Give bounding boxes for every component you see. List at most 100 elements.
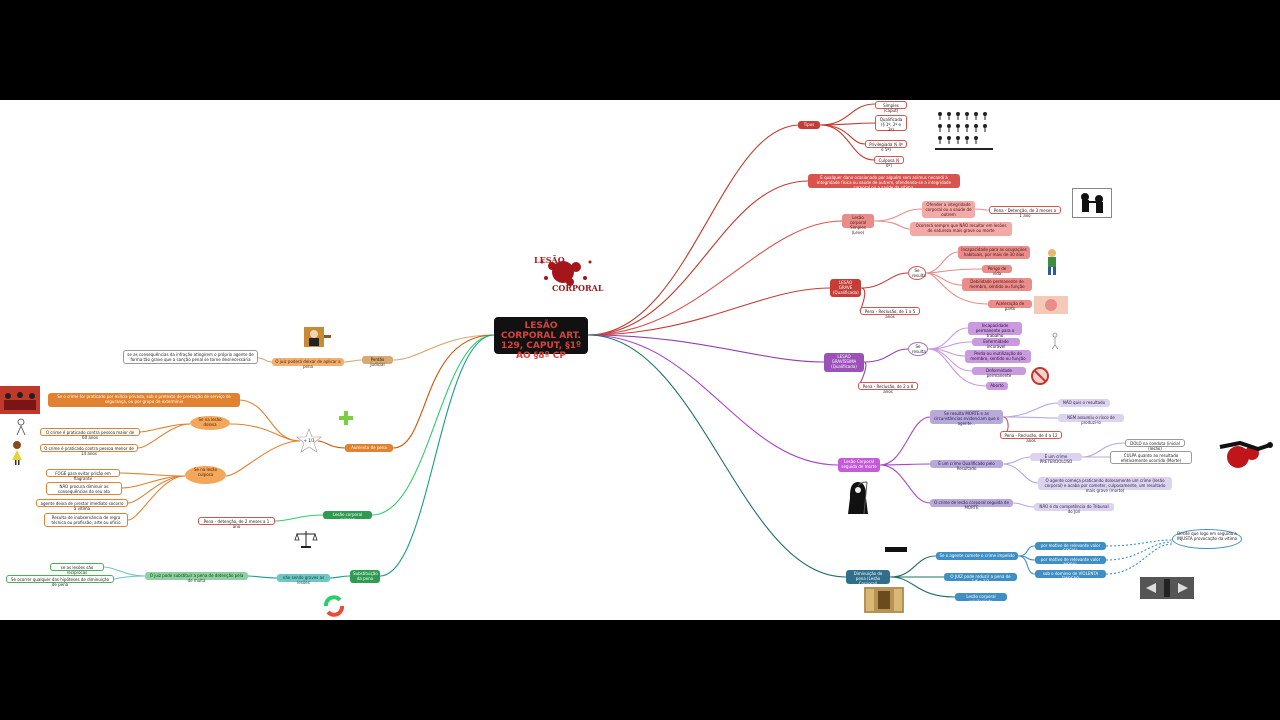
link-grave [587, 287, 831, 336]
node-morte-qualificado[interactable]: É um crime Qualificado pelo Resultado [930, 460, 1003, 471]
node-lesao-morte[interactable]: Lesão Corporal seguida de morte [838, 458, 880, 472]
refresh-arrows-icon [322, 594, 346, 618]
node-leve-pena[interactable]: Pena - Detenção, de 3 meses a 1 ano [989, 206, 1061, 218]
lesao-corporal-logo: LESÃO CORPORAL [530, 250, 604, 295]
node-sub-hipoteses[interactable]: Se ocorrer qualquer das hipóteses de dim… [6, 575, 114, 587]
node-aumento-nao-procura[interactable]: NÃO procura diminuir as consequências do… [46, 482, 122, 495]
link-leve [587, 220, 843, 336]
node-tipo-culposa[interactable]: Culposa (§ 6º) [874, 156, 904, 168]
node-morte-agente[interactable]: O agente começa praticando dolosamente u… [1038, 477, 1172, 493]
node-aumento-milicia[interactable]: Se o crime for praticado por milícia pri… [48, 393, 240, 407]
node-gravissima-pena[interactable]: Pena - Reclusão, de 2 a 8 anos [858, 382, 918, 394]
crime-scene-icon [1210, 435, 1280, 469]
star-label: + 1/3 [303, 438, 315, 443]
node-dim-cloud[interactable]: Desde que logo em seguida a INJUSTA prov… [1172, 529, 1242, 549]
node-dim-comete[interactable]: Se o agente comete o crime impelido [936, 552, 1018, 560]
node-gravissima-aborto[interactable]: Aborto [986, 382, 1008, 390]
node-perdao-judicial[interactable]: Perdão Judicial [362, 356, 393, 367]
node-dim-moral[interactable]: por motivo de relevante valor MORAL [1035, 556, 1106, 567]
link-morte [587, 334, 839, 466]
central-topic[interactable]: LESÃO CORPORAL ART. 129, CAPUT, §1º AO §… [494, 317, 588, 361]
node-aumento-menor14[interactable]: O crime é praticado contra pessoa menor … [40, 444, 138, 456]
node-perdao-juiz[interactable]: O juiz poderá deixar de aplicar a pena [272, 358, 344, 369]
node-morte-competencia-nao[interactable]: NÃO é da competência do Tribunal do Júri [1034, 503, 1114, 514]
node-morte-competencia[interactable]: O crime de lesão corporal seguida de MOR… [930, 499, 1013, 510]
node-perdao-texto[interactable]: se as consequências da infração atingire… [123, 350, 258, 364]
node-morte-nem-assumiu[interactable]: NEM assumiu o risco de produzi-lo [1058, 414, 1124, 425]
node-tipos[interactable]: Tipos [798, 121, 820, 129]
node-dim-privilegiada[interactable]: Lesão corporal privilegiada [955, 593, 1007, 604]
node-diminuicao-pena[interactable]: Diminuição de pena (Lesão Corporal) [846, 570, 890, 586]
node-aumento-maior60[interactable]: O crime é praticado contra pessoa maior … [40, 428, 140, 440]
old-man-icon [14, 418, 28, 436]
node-sub-reciprocas[interactable]: se as lesões são recíprocas [50, 563, 104, 575]
node-aumento-pena[interactable]: Aumento de pena [345, 444, 393, 452]
node-dim-social[interactable]: por motivo de relevante valor SOCIAL [1035, 542, 1106, 553]
stick-figures-icon [935, 110, 993, 150]
logo-text-top: LESÃO [534, 255, 565, 265]
node-culposa-pena[interactable]: Pena - detenção, de 2 meses a 1 ano [198, 517, 275, 529]
node-aumento-dolosa[interactable]: Se na lesão dolosa [190, 416, 230, 430]
hallway-image [864, 587, 904, 613]
link-aumento [392, 334, 495, 449]
node-leve-ofender[interactable]: Ofender a integridade corporal ou a saúd… [922, 201, 975, 218]
node-gravissima-incapacidade[interactable]: Incapacidade permanente para o trabalho [968, 322, 1022, 338]
mindmap-canvas: LESÃO CORPORAL ART. 129, CAPUT, §1º AO §… [0, 100, 1280, 620]
logo-text-bottom: CORPORAL [552, 283, 604, 293]
node-morte-nao-quis[interactable]: NÃO quis o resultado [1058, 399, 1110, 407]
node-aumento-socorro[interactable]: agente deixa de prestar imediato socorro… [36, 499, 128, 511]
scales-icon [294, 530, 318, 548]
node-grave-se-resulta[interactable]: Se resulta [908, 266, 926, 280]
child-icon [1044, 248, 1060, 278]
militia-image [0, 386, 40, 414]
node-morte-resulta[interactable]: Se resulta MORTE e as circunstâncias evi… [930, 410, 1003, 426]
figure-outline-icon [1050, 332, 1060, 350]
node-grave-perigo-vida[interactable]: Perigo de vida [982, 265, 1012, 276]
node-lesao-culposa[interactable]: Lesão corporal culposa [323, 511, 372, 522]
node-aumento-foge[interactable]: FOGE para evitar prisão em flagrante [46, 469, 120, 481]
node-morte-culpa[interactable]: CULPA quanto ao resultado efetivamente o… [1110, 451, 1192, 464]
grim-reaper-icon [846, 480, 870, 516]
node-gravissima-se-resulta[interactable]: Se resulta [908, 342, 928, 356]
node-sub-nao-graves[interactable]: não sendo graves as lesões [277, 574, 330, 585]
fight-icon [1072, 188, 1112, 218]
pregnant-belly-icon [1034, 296, 1068, 314]
node-lesao-gravissima[interactable]: LESÃO GRAVÍSSIMA (Qualificada) [824, 353, 864, 372]
node-definicao[interactable]: É qualquer dano ocasionado por alguém se… [808, 174, 960, 190]
node-grave-aceleracao[interactable]: Aceleração de parto [988, 300, 1032, 311]
node-tipo-simples[interactable]: Simples (caput) [875, 101, 907, 113]
judge-icon [302, 325, 332, 351]
blood-splatter-icon [540, 260, 592, 286]
no-symbol-icon [1030, 366, 1050, 386]
node-grave-pena[interactable]: Pena - Reclusão, de 1 a 5 anos [860, 307, 920, 319]
node-leve-ocorre[interactable]: Ocorrerá sempre que NÃO resultar em lesõ… [910, 222, 1012, 236]
node-tipo-qualificada[interactable]: Qualificada (§ 1º, 2º e 3º) [875, 115, 907, 132]
link-substituicao [379, 334, 495, 577]
node-lesao-leve[interactable]: Lesão corporal Simples (Leve) [842, 214, 874, 235]
node-aumento-inobservancia[interactable]: Resulta de inobservância de regra técnic… [44, 513, 128, 527]
star-node[interactable]: + 1/3 [296, 428, 322, 454]
link-tipos [587, 124, 801, 336]
link-definicao [587, 180, 809, 336]
node-dim-emocao[interactable]: sob o domínio de VIOLENTA EMOÇÃO [1035, 570, 1106, 581]
node-morte-dolo[interactable]: DOLO na conduta (inicial (lesão) [1125, 439, 1185, 451]
link-culposa [371, 334, 495, 516]
node-gravissima-enfermidade[interactable]: Enfermidade incurável [972, 338, 1020, 349]
node-dim-juiz[interactable]: O JUIZ pode reduzir a pena de 1/6 a 1/3 [944, 573, 1017, 584]
node-tipo-privilegiada[interactable]: Privilegiada (§ 4º e 5º) [865, 140, 907, 152]
node-lesao-grave[interactable]: LESÃO GRAVE (Qualificada) [830, 279, 861, 297]
node-substituicao-pena[interactable]: Substituição da pena [350, 570, 380, 583]
node-gravissima-perda[interactable]: Perda ou inutilização do membro, sentido… [965, 350, 1031, 363]
node-grave-debilidade[interactable]: Debilidade permanente de membro, sentido… [962, 278, 1032, 291]
link-diminuicao [587, 334, 847, 578]
node-morte-preterdoloso[interactable]: É um crime PRETERDOLOSO [1030, 453, 1082, 464]
node-morte-pena[interactable]: Pena - Reclusão, de 4 a 12 anos [1000, 431, 1062, 443]
node-aumento-culposa[interactable]: Se na lesão culposa [185, 466, 226, 484]
link-perdao [392, 334, 495, 361]
black-bar-icon [885, 547, 907, 552]
node-gravissima-deformidade[interactable]: Deformidade permanente [972, 367, 1026, 378]
girl-icon [10, 440, 24, 466]
node-grave-incapacidade[interactable]: Incapacidade para as ocupações habituais… [958, 246, 1030, 259]
link-gravissima [587, 334, 825, 363]
node-sub-juiz[interactable]: O juiz pode substituir a pena de detençã… [145, 572, 248, 583]
